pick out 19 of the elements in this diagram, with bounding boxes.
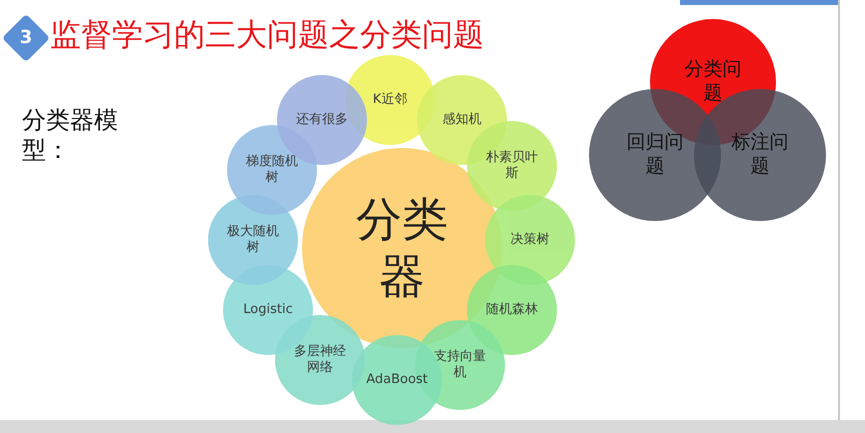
- node-label: 感知机: [442, 112, 482, 128]
- side-note: 分类器模型：: [22, 105, 119, 165]
- node-label: 支持向量机: [433, 348, 487, 382]
- node-label: 分类器: [355, 190, 449, 305]
- node-label: 分类问题: [684, 58, 742, 106]
- node-label: K近邻: [372, 92, 408, 108]
- node-label: 3: [20, 26, 32, 50]
- node-label: Logistic: [243, 302, 293, 318]
- title: 监督学习的三大问题之分类问题: [50, 16, 484, 55]
- node-label: 决策树: [510, 232, 550, 248]
- node-label: 梯度随机树: [245, 154, 299, 186]
- node-label: AdaBoost: [366, 372, 428, 388]
- node-label: 多层神经网络: [293, 344, 347, 376]
- node-label: 还有很多: [296, 112, 348, 128]
- node-label: 极大随机树: [226, 224, 280, 256]
- node-label: 朴素贝叶斯: [485, 150, 539, 182]
- node-label: 回归问题: [626, 131, 684, 179]
- node-label: 随机森林: [486, 302, 538, 318]
- node-label: 标注问题: [730, 131, 790, 179]
